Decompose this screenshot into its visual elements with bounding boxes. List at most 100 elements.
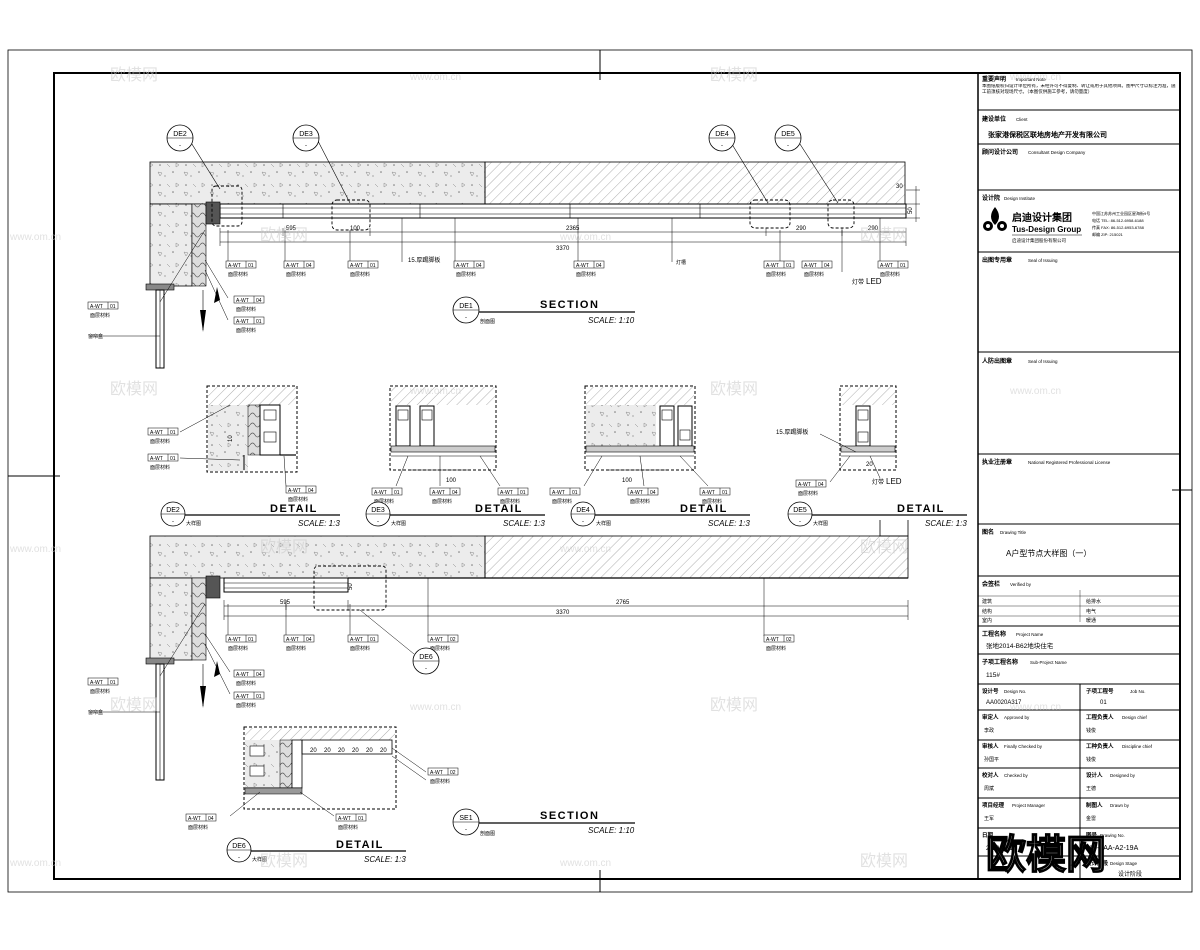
svg-text:面层材料: 面层材料 bbox=[236, 327, 256, 334]
dim-text: 30 bbox=[896, 184, 903, 190]
sheet-border bbox=[7, 49, 1193, 893]
important-note-label: 重要声明 bbox=[982, 75, 1006, 83]
svg-text:01: 01 bbox=[256, 319, 262, 325]
company-address-line: 传真 FAX: 86-512-6953-6788 bbox=[1092, 224, 1145, 230]
discipline-chief-label-en: Discipline chief bbox=[1122, 744, 1153, 749]
svg-text:A-WT: A-WT bbox=[374, 490, 387, 496]
svg-text:A-WT: A-WT bbox=[432, 490, 445, 496]
client-label-en: Client bbox=[1016, 117, 1028, 122]
drawing-no-label: 图号 bbox=[1086, 831, 1098, 839]
detail-de4-drawing bbox=[583, 385, 709, 487]
company-address-line: 电话 TEL: 86-512-6958-6188 bbox=[1092, 217, 1144, 223]
svg-text:A-WT: A-WT bbox=[286, 263, 299, 269]
consultant-label-en: Consultant Design Company bbox=[1028, 150, 1086, 155]
svg-text:01: 01 bbox=[110, 304, 116, 310]
watermark-logo: 欧模网 bbox=[860, 538, 908, 556]
title-block: 重要声明 Important Note 本图纸版权归设计单位所有，未经许可不得复… bbox=[977, 73, 1180, 879]
watermark-corner-text: 欧模网 bbox=[986, 833, 1106, 877]
svg-text:A-WT: A-WT bbox=[350, 637, 363, 643]
detail-small-label: 大样图 bbox=[813, 520, 828, 527]
svg-text:04: 04 bbox=[256, 672, 262, 678]
dim-text: 20 bbox=[352, 748, 359, 754]
svg-text:A-WT: A-WT bbox=[150, 456, 163, 462]
svg-text:面层材料: 面层材料 bbox=[286, 645, 306, 652]
svg-text:面层材料: 面层材料 bbox=[288, 496, 308, 503]
callout-label: DE5 bbox=[781, 131, 795, 138]
callout-de4-bubble[interactable]: DE4 - bbox=[708, 124, 736, 152]
detail-bubble-label: DE4 bbox=[576, 507, 590, 514]
svg-text:A-WT: A-WT bbox=[552, 490, 565, 496]
drawn-label: 制图人 bbox=[1086, 801, 1103, 809]
detail-bubble-ref: - bbox=[377, 519, 379, 525]
svg-text:面层材料: 面层材料 bbox=[456, 271, 476, 278]
detail-scale: SCALE: 1:3 bbox=[503, 519, 545, 528]
section-scale: SCALE: 1:10 bbox=[588, 826, 635, 835]
watermark-logo: 欧模网 bbox=[260, 852, 308, 870]
svg-text:面层材料: 面层材料 bbox=[430, 778, 450, 785]
callout-de6-bubble[interactable]: DE6 - bbox=[412, 647, 440, 675]
detail-bubble-ref: - bbox=[799, 519, 801, 525]
callout-de3-bubble[interactable]: DE3 - bbox=[292, 124, 320, 152]
svg-text:面层材料: 面层材料 bbox=[236, 702, 256, 709]
svg-text:01: 01 bbox=[248, 263, 254, 269]
callout-sheet-ref: - bbox=[179, 143, 181, 149]
detail-title: DETAIL bbox=[270, 503, 318, 515]
svg-text:面层材料: 面层材料 bbox=[630, 498, 650, 505]
dim-text: 2765 bbox=[616, 600, 630, 606]
watermark-url: www.om.cn bbox=[1009, 702, 1061, 713]
watermark-logo: 欧模网 bbox=[710, 696, 758, 714]
detail-de6-title: DE6 - 大样图 DETAIL SCALE: 1:3 bbox=[226, 837, 406, 864]
dim-text: 595 bbox=[280, 600, 291, 606]
callout-de2-bubble[interactable]: DE2 - bbox=[166, 124, 194, 152]
callout-de5-bubble[interactable]: DE5 - bbox=[774, 124, 802, 152]
watermark-logo: 欧模网 bbox=[260, 226, 308, 244]
detail-small-label: 大样图 bbox=[391, 520, 406, 527]
svg-text:02: 02 bbox=[450, 770, 456, 776]
svg-text:面层材料: 面层材料 bbox=[432, 498, 452, 505]
detail-de5-title: DE5 - 大样图 DETAIL SCALE: 1:3 bbox=[787, 501, 967, 528]
detail-de2-title: DE2 - 大样图 DETAIL SCALE: 1:3 bbox=[160, 501, 340, 528]
watermark-logo: 欧模网 bbox=[260, 538, 308, 556]
detail-scale: SCALE: 1:3 bbox=[364, 855, 406, 864]
note-text: 15.厚踢脚板 bbox=[408, 256, 440, 264]
detail-de3-drawing bbox=[389, 385, 501, 487]
svg-text:面层材料: 面层材料 bbox=[188, 824, 208, 831]
detail-bubble-label: DE6 bbox=[232, 843, 246, 850]
drawing-no: ID-1AA-A2-19A bbox=[1090, 845, 1139, 852]
subproject-label: 子项工程名称 bbox=[982, 658, 1018, 666]
